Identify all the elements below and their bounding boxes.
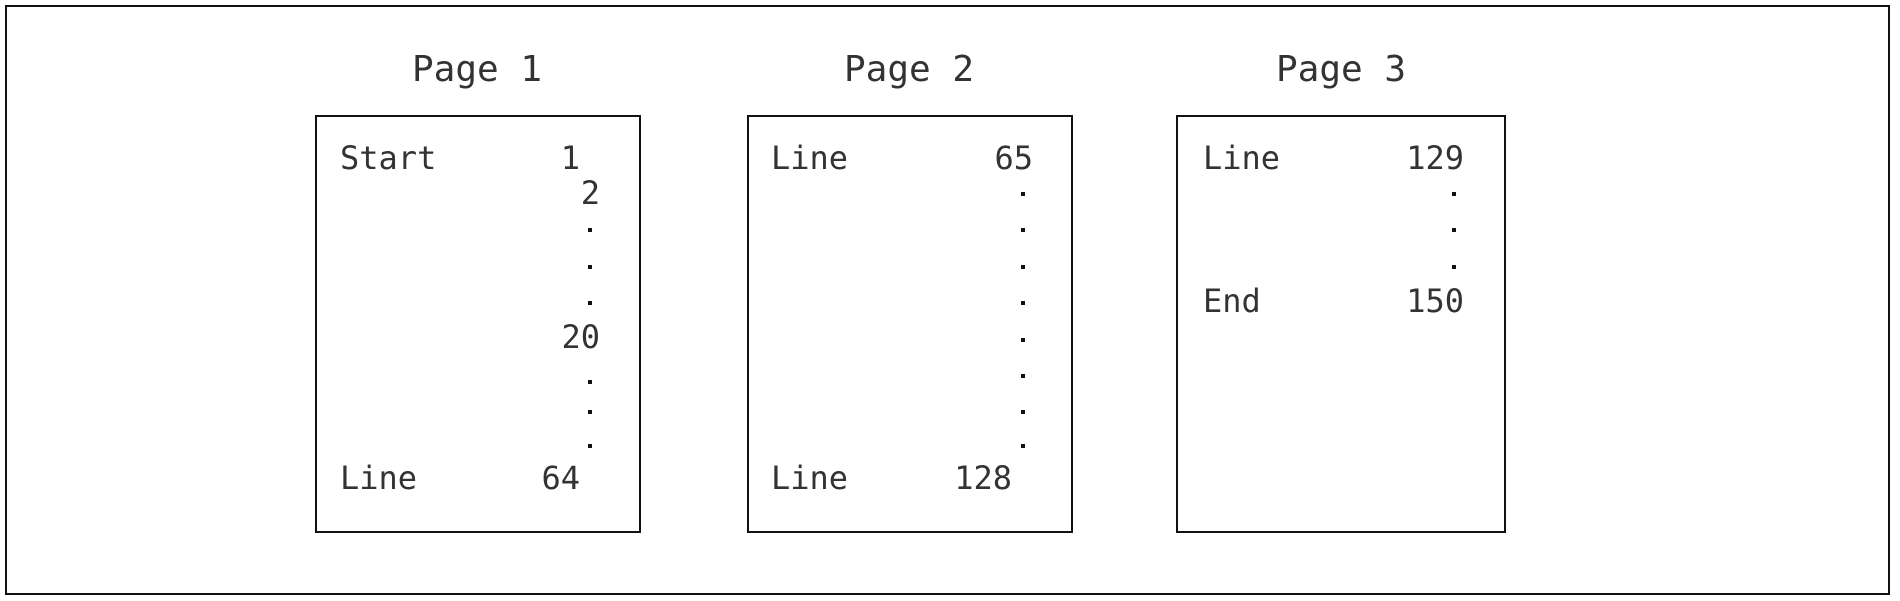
ellipsis-dot <box>1021 228 1025 232</box>
start-label: Line <box>771 139 849 177</box>
page-3-title: Page 3 <box>1275 49 1407 90</box>
line-number-65: 65 <box>994 139 1033 177</box>
page-1-title: Page 1 <box>411 49 543 90</box>
line-number-2: 2 <box>580 174 600 212</box>
ellipsis-dot <box>1021 444 1025 448</box>
start-label: Start <box>340 139 437 177</box>
line-number-64: 64 <box>541 459 580 497</box>
ellipsis-dot <box>1452 228 1456 232</box>
page-1-box <box>315 115 641 533</box>
ellipsis-dot <box>1452 192 1456 196</box>
ellipsis-dot <box>1021 301 1025 305</box>
ellipsis-dot <box>588 444 592 448</box>
page-3-box <box>1176 115 1506 533</box>
ellipsis-dot <box>588 380 592 384</box>
ellipsis-dot <box>588 410 592 414</box>
page-2-title: Page 2 <box>843 49 975 90</box>
ellipsis-dot <box>1021 338 1025 342</box>
ellipsis-dot <box>1021 192 1025 196</box>
diagram-frame <box>5 5 1890 595</box>
ellipsis-dot <box>1021 374 1025 378</box>
line-number-128: 128 <box>954 459 1012 497</box>
page-2-box <box>747 115 1073 533</box>
end-label: Line <box>340 459 418 497</box>
line-number-1: 1 <box>560 139 580 177</box>
ellipsis-dot <box>1021 410 1025 414</box>
ellipsis-dot <box>588 265 592 269</box>
line-number-129: 129 <box>1406 139 1464 177</box>
ellipsis-dot <box>588 301 592 305</box>
ellipsis-dot <box>1452 265 1456 269</box>
line-number-20: 20 <box>561 318 600 356</box>
ellipsis-dot <box>588 228 592 232</box>
line-number-150: 150 <box>1406 282 1464 320</box>
end-label: Line <box>771 459 849 497</box>
end-label: End <box>1203 282 1261 320</box>
ellipsis-dot <box>1021 265 1025 269</box>
start-label: Line <box>1203 139 1281 177</box>
